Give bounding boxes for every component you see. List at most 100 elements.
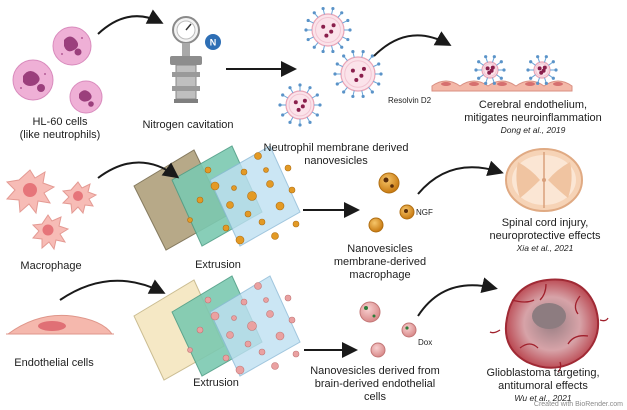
vesicle-particle xyxy=(231,315,237,321)
vesicle-particle xyxy=(226,331,234,339)
vesicle-particle xyxy=(240,168,248,176)
arrow-vesicles-to-spinal-cord xyxy=(417,160,504,195)
membrane-vesicle xyxy=(278,83,322,127)
vesicle-particle xyxy=(235,235,245,245)
extrusion-label-2-text: Extrusion xyxy=(193,377,239,389)
extrusion-membranes-endothelial-icon xyxy=(133,275,301,381)
glioblastoma-outcome-label-text: Glioblastoma targeting, antitumoral effe… xyxy=(486,367,600,392)
vesicle-particle xyxy=(187,347,193,353)
endothelial-nanovesicles-icon xyxy=(359,301,417,358)
vesicle-particle xyxy=(254,282,262,290)
arrow-vesicles-to-endothelium xyxy=(373,31,452,57)
endothelial-vesicles-label: Nanovesicles derived from brain-derived … xyxy=(300,365,450,404)
macrophage-nanovesicles-icon xyxy=(368,172,415,233)
biorender-credit-text: Created with BioRender.com xyxy=(533,401,623,408)
vesicle-particle xyxy=(196,196,204,204)
vesicle-particle xyxy=(288,316,296,324)
neutrophil-vesicles-label-text: Neutrophil membrane derived nanovesicles xyxy=(263,142,409,167)
glioblastoma-outcome-label: Glioblastoma targeting, antitumoral effe… xyxy=(468,367,618,393)
vesicle-particle xyxy=(271,232,279,240)
biorender-credit: Created with BioRender.com xyxy=(534,401,623,408)
nitrogen-symbol: N xyxy=(210,38,217,48)
cerebral-outcome-label-text: Cerebral endothelium, mitigates neuroinf… xyxy=(464,99,602,124)
resolvin-label: Resolvin D2 xyxy=(388,96,448,106)
vesicle-particle xyxy=(263,297,269,303)
neutrophil-vesicles-label: Neutrophil membrane derived nanovesicles xyxy=(261,142,411,168)
vesicle-particle xyxy=(288,186,296,194)
nitrogen-cavitation-label-text: Nitrogen cavitation xyxy=(142,119,234,131)
arrow-endothelial-to-extrusion xyxy=(59,279,166,301)
hl60-label: HL-60 cells (like neutrophils) xyxy=(10,116,110,142)
vesicle-particle xyxy=(258,218,266,226)
hl60-label-text: HL-60 cells (like neutrophils) xyxy=(19,116,101,141)
vesicle-particle xyxy=(275,331,285,341)
vesicle-particle xyxy=(187,217,193,223)
vesicle-particle xyxy=(204,296,212,304)
spinal-outcome-label: Spinal cord injury, neuroprotective effe… xyxy=(470,217,620,243)
ngf-label-text: NGF xyxy=(416,208,433,217)
vesicle-particle xyxy=(204,166,212,174)
macrophage-label: Macrophage xyxy=(6,260,96,273)
macrophage-label-text: Macrophage xyxy=(20,260,82,272)
extrusion-membranes-macrophage-icon xyxy=(133,145,301,251)
spinal-outcome-label-text: Spinal cord injury, neuroprotective effe… xyxy=(489,217,601,242)
resolvin-label-text: Resolvin D2 xyxy=(388,96,432,105)
membrane-vesicle xyxy=(304,6,352,54)
macrophage-vesicles-label: Nanovesicles membrane-derived macrophage xyxy=(320,243,440,282)
extrusion-label-1: Extrusion xyxy=(168,259,268,272)
arrow-vesicles-to-glioblastoma xyxy=(417,277,498,317)
glioblastoma-icon xyxy=(489,278,609,373)
vesicle-particle xyxy=(266,310,274,318)
endothelial-vesicles-label-text: Nanovesicles derived from brain-derived … xyxy=(310,365,440,403)
extrusion-label-1-text: Extrusion xyxy=(195,259,241,271)
ngf-label: NGF xyxy=(416,208,446,218)
vesicle-particle xyxy=(247,321,257,331)
arrow-macrophage-to-extrusion xyxy=(97,161,180,179)
citation-dong: Dong et al., 2019 xyxy=(442,125,624,135)
vesicle-particle xyxy=(292,220,300,228)
nitrogen-badge: N xyxy=(205,34,221,50)
citation-xia: Xia et al., 2021 xyxy=(470,243,620,253)
vesicle-particle xyxy=(210,311,220,321)
membrane-vesicle xyxy=(526,55,558,85)
hl60-cells-icon xyxy=(12,26,103,114)
citation-wu: Wu et al., 2021 xyxy=(468,393,618,403)
vesicle-particle xyxy=(284,294,292,302)
vesicle-particle xyxy=(263,167,269,173)
vesicle-particle xyxy=(240,298,248,306)
citation-xia-text: Xia et al., 2021 xyxy=(516,243,574,253)
nitrogen-cavitation-label: Nitrogen cavitation xyxy=(134,119,242,132)
vesicle-particle xyxy=(284,164,292,172)
vesicle-particle xyxy=(235,365,245,375)
membrane-vesicle xyxy=(333,49,383,99)
vesicle-particle xyxy=(254,152,262,160)
vesicle-particle xyxy=(244,340,252,348)
vesicle-particle xyxy=(222,354,230,362)
extrusion-label-2: Extrusion xyxy=(166,377,266,390)
vesicle-particle xyxy=(196,326,204,334)
vesicle-particle xyxy=(210,181,220,191)
macrophage-cells-icon xyxy=(5,169,98,251)
nitrogen-cavitation-vessel-icon xyxy=(170,16,202,103)
cerebral-endothelium-icon xyxy=(431,55,573,92)
arrow-hl60-to-cavitation xyxy=(97,9,164,35)
endothelial-label: Endothelial cells xyxy=(4,357,104,370)
citation-dong-text: Dong et al., 2019 xyxy=(500,125,566,135)
cerebral-outcome-label: Cerebral endothelium, mitigates neuroinf… xyxy=(442,99,624,125)
neutrophil-nanovesicles-icon xyxy=(278,6,383,127)
vesicle-particle xyxy=(258,348,266,356)
dox-label: Dox xyxy=(418,338,448,348)
spinal-cord-icon xyxy=(505,148,583,212)
macrophage-vesicles-label-text: Nanovesicles membrane-derived macrophage xyxy=(333,243,427,281)
vesicle-particle xyxy=(271,362,279,370)
vesicle-particle xyxy=(231,185,237,191)
vesicle-particle xyxy=(226,201,234,209)
vesicle-particle xyxy=(247,191,257,201)
dox-label-text: Dox xyxy=(418,338,433,347)
citation-wu-text: Wu et al., 2021 xyxy=(514,393,572,403)
endothelial-label-text: Endothelial cells xyxy=(14,357,94,369)
vesicle-particle xyxy=(292,350,300,358)
vesicle-particle xyxy=(222,224,230,232)
vesicle-particle xyxy=(275,201,285,211)
